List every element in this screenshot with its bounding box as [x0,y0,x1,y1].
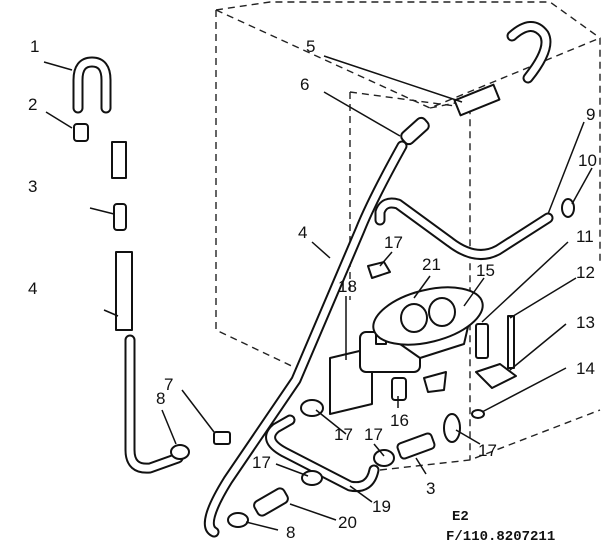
callout-14: 14 [576,359,595,378]
pin-11 [475,323,489,359]
hose-cap [73,123,89,142]
callout-15: 15 [476,261,495,280]
hose-washer [561,198,575,218]
switch-washer [471,409,485,419]
callout-4: 4 [28,279,37,298]
valve-screw [391,377,407,401]
hose-section [115,251,133,331]
clamp-outlet [373,449,395,467]
callout-8-lower: 8 [286,523,295,542]
valve-terminal [423,371,447,393]
callout-13: 13 [576,313,595,332]
fill-hose [374,197,575,260]
callout-20: 20 [338,513,357,532]
callout-numbers: 1 2 3 4 5 6 7 8 9 10 11 12 13 14 15 16 1… [28,37,597,542]
callout-17-top: 17 [384,233,403,252]
drawing-code-line1: E2 [452,509,469,525]
valve-body [253,487,289,517]
callout-3: 3 [28,177,37,196]
callout-16: 16 [390,411,409,430]
callout-6: 6 [300,75,309,94]
drawing-code-line2: F/110.8207211 [446,529,555,545]
inlet-hose [203,21,552,538]
water-valve-assembly [329,261,484,415]
callout-19: 19 [372,497,391,516]
callout-18: 18 [338,277,357,296]
callout-17-mid: 17 [334,425,353,444]
hose-sleeve [111,141,127,179]
callout-1: 1 [30,37,39,56]
cabinet-outline [215,1,601,471]
switch-body [475,363,517,389]
callout-8: 8 [156,389,165,408]
hose-coupling [213,431,231,445]
valve-nut [367,261,391,279]
hose-coupler [453,83,501,117]
callout-3-outlet: 3 [426,479,435,498]
callout-17-low: 17 [252,453,271,472]
callout-12: 12 [576,263,595,282]
callout-5: 5 [306,37,315,56]
hose-connector [113,203,127,231]
outlet-fitting [396,432,436,460]
drain-hose-assembly [72,56,231,474]
callout-9: 9 [586,105,595,124]
lower-hose [265,399,436,493]
callout-10: 10 [578,151,597,170]
valve-port-left [400,303,428,333]
callout-17-right: 17 [478,441,497,460]
pin-12 [507,315,515,369]
callout-2: 2 [28,95,37,114]
callout-17-outlet: 17 [364,425,383,444]
callout-4-hose: 4 [298,223,307,242]
clamp-lower [301,470,323,486]
callout-11: 11 [576,227,594,246]
callout-21: 21 [422,255,441,274]
leader-lines [43,55,593,531]
valve-gasket [372,286,484,346]
valve-port-right [428,297,456,327]
valve-clamp [227,512,249,528]
switch-assembly [443,315,517,443]
hose-clamp [170,444,190,460]
drawing-code: E2 F/110.8207211 [446,509,555,545]
outlet-ring [443,413,461,443]
check-valve [227,487,289,528]
callout-7: 7 [164,375,173,394]
